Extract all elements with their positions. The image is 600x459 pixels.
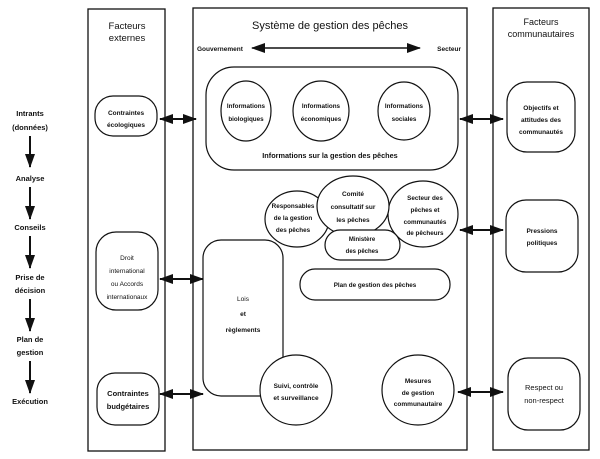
external-item-text: Droit <box>120 255 134 262</box>
info-text: économiques <box>301 116 342 123</box>
cluster-text: Secteur des <box>407 195 443 202</box>
community-item-text: politiques <box>527 240 558 247</box>
step-decision-line2: décision <box>15 286 46 295</box>
info-text: sociales <box>392 116 417 123</box>
community-item-objectives <box>506 81 576 153</box>
info-economic <box>292 80 350 142</box>
mesures-text: de gestion <box>402 390 435 397</box>
cluster-text: consultatif sur <box>331 204 376 211</box>
cluster-text: Responsables <box>272 203 315 210</box>
external-item-text: Contraintes <box>108 110 145 117</box>
step-inputs-line2: (données) <box>12 123 48 132</box>
cluster-text: les pêches <box>336 217 370 224</box>
step-decision-line1: Prise de <box>15 273 44 282</box>
system-title: Système de gestion des pêches <box>252 20 408 32</box>
community-item-text: Pressions <box>526 228 557 235</box>
suivi-text: et surveillance <box>273 395 319 402</box>
community-title-line1: Facteurs <box>523 17 559 27</box>
right-connectors <box>457 114 504 397</box>
cluster-text: Ministère <box>349 237 376 243</box>
community-item-compliance <box>507 357 581 431</box>
info-text: Informations <box>302 103 341 110</box>
external-item-text: écologiques <box>107 122 145 129</box>
left-connectors <box>159 114 204 399</box>
process-flow: Intrants (données) Analyse Conseils Pris… <box>12 109 48 406</box>
community-item-text: Respect ou <box>525 383 563 392</box>
info-biological <box>220 80 272 142</box>
fisheries-management-plan <box>299 268 451 301</box>
step-advice: Conseils <box>14 223 45 232</box>
external-item-text: budgétaires <box>107 402 150 411</box>
axis-sector: Secteur <box>437 46 461 53</box>
plan-label: Plan de gestion des pêches <box>334 282 417 289</box>
community-item-political-pressure <box>505 199 579 273</box>
cluster-text: pêches et <box>410 207 440 214</box>
community-item-text: Objectifs et <box>523 105 559 112</box>
suivi-text: Suivi, contrôle <box>274 383 319 390</box>
info-social <box>377 81 431 141</box>
step-execution: Exécution <box>12 397 48 406</box>
external-item-text: ou Accords <box>111 281 144 288</box>
external-title-line2: externes <box>109 33 146 44</box>
external-item-text: internationaux <box>107 294 149 301</box>
laws-text: et <box>240 311 247 318</box>
mesures-text: Mesures <box>405 378 432 385</box>
ministry-of-fisheries <box>324 229 401 261</box>
management-system-panel: Système de gestion des pêches Gouverneme… <box>192 7 468 451</box>
external-item-international-law <box>95 231 159 311</box>
cluster-text: Comité <box>342 191 364 198</box>
sector-and-communities <box>387 180 459 248</box>
step-plan-line1: Plan de <box>17 335 44 344</box>
community-factors-panel: Facteurs communautaires Objectifs et att… <box>492 7 590 451</box>
external-title-line1: Facteurs <box>109 21 146 32</box>
external-item-text: international <box>109 268 145 275</box>
info-text: Informations <box>227 103 266 110</box>
info-group-label: Informations sur la gestion des pêches <box>262 151 397 160</box>
laws-text: règlements <box>226 327 261 334</box>
cluster-text: de pêcheurs <box>406 230 444 237</box>
external-item-ecological <box>94 95 158 137</box>
external-factors-panel: Facteurs externes Contraintes écologique… <box>87 8 166 452</box>
cluster-text: des pêches <box>276 227 311 234</box>
cluster-text: des pêches <box>346 249 379 255</box>
step-analysis: Analyse <box>16 174 45 183</box>
external-item-budget <box>96 372 160 426</box>
monitoring-control-surveillance <box>259 354 333 426</box>
step-plan-line2: gestion <box>17 348 44 357</box>
community-title-line2: communautaires <box>508 29 575 39</box>
external-item-text: Contraintes <box>107 389 149 398</box>
community-management-measures <box>381 354 455 426</box>
community-item-text: attitudes des <box>521 117 561 124</box>
cluster-text: communautés <box>404 219 447 226</box>
laws-and-regulations <box>202 239 284 397</box>
info-text: biologiques <box>228 116 264 123</box>
community-item-text: non-respect <box>524 396 565 405</box>
info-text: Informations <box>385 103 424 110</box>
cluster-text: de la gestion <box>274 215 313 222</box>
axis-government: Gouvernement <box>197 46 244 53</box>
community-item-text: communautés <box>519 129 563 136</box>
laws-text: Lois <box>237 296 250 303</box>
mesures-text: communautaire <box>394 401 443 408</box>
step-inputs-line1: Intrants <box>16 109 44 118</box>
